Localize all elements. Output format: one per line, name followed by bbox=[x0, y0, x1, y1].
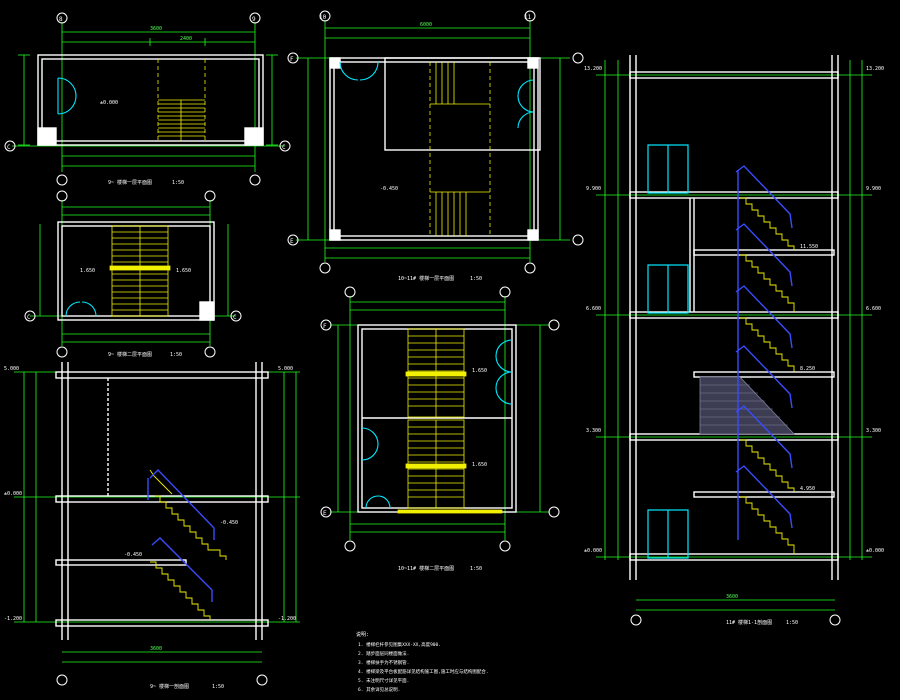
elevation-mark: 3.300 bbox=[586, 428, 601, 434]
elevation-mark: -1.200 bbox=[278, 616, 296, 622]
general-notes: 说明: 1. 楼梯栏杆参见图集XXX-XX,高度900. 2. 踏步面层同楼面做… bbox=[356, 631, 489, 693]
plan-view-middle-middle: F E 1.650 1.650 10~11# 楼梯二层平面图 1:50 bbox=[320, 286, 560, 572]
elevation-mark: 9.900 bbox=[866, 186, 881, 192]
note-line: 4. 楼梯梁及平台板配筋详见结构施工图,施工时应与结构图配合. bbox=[358, 668, 489, 675]
view-caption: 10~11# 楼梯一层平面图 bbox=[398, 275, 454, 282]
elevation-mark: ±0.000 bbox=[866, 548, 884, 554]
elevation-mark: ±0.000 bbox=[584, 548, 602, 554]
note-line: 3. 楼梯扶手为不锈钢管. bbox=[358, 659, 409, 666]
view-scale: 1:50 bbox=[470, 276, 482, 282]
note-line: 2. 踏步面层同楼面做法. bbox=[358, 650, 409, 657]
elevation-mark: 9.900 bbox=[586, 186, 601, 192]
elevation-mark: 13.200 bbox=[866, 66, 884, 72]
view-caption: 10~11# 楼梯二层平面图 bbox=[398, 565, 454, 572]
dimension-text: 3600 bbox=[150, 646, 162, 652]
elevation-mark: 4.950 bbox=[800, 486, 815, 492]
axis-bubble-label: E bbox=[323, 510, 327, 517]
elevation-mark: 5.000 bbox=[4, 366, 19, 372]
elevation-mark: -1.200 bbox=[4, 616, 22, 622]
note-line: 5. 未注明尺寸详见平面. bbox=[358, 677, 409, 684]
axis-bubble-label: C bbox=[282, 144, 286, 151]
elevation-mark: -0.450 bbox=[380, 186, 398, 192]
plan-view-top-left: 8 9 C C 3600 2400 ±0.000 9~ 楼梯一层平面图 1:50 bbox=[4, 12, 291, 186]
elevation-mark: 11.550 bbox=[800, 244, 818, 250]
view-scale: 1:50 bbox=[172, 180, 184, 186]
elevation-mark: 6.600 bbox=[866, 306, 881, 312]
plan-view-top-middle: 10 11 F E 6000 -0.450 10~11# 楼梯一层平面图 1:5… bbox=[287, 10, 584, 282]
elevation-mark: 1.650 bbox=[80, 268, 95, 274]
elevation-mark: 3.300 bbox=[866, 428, 881, 434]
elevation-mark: 13.200 bbox=[584, 66, 602, 72]
elevation-mark: 6.600 bbox=[586, 306, 601, 312]
view-scale: 1:50 bbox=[786, 620, 798, 626]
axis-bubble-label: E bbox=[290, 238, 294, 245]
axis-bubble-label: 11 bbox=[524, 14, 532, 21]
notes-title: 说明: bbox=[356, 631, 369, 638]
elevation-mark: 8.250 bbox=[800, 366, 815, 372]
elevation-mark: -0.450 bbox=[220, 520, 238, 526]
axis-bubble-label: F bbox=[323, 323, 327, 330]
axis-bubble-label: F bbox=[290, 56, 294, 63]
view-scale: 1:50 bbox=[212, 684, 224, 690]
elevation-mark: 1.650 bbox=[472, 462, 487, 468]
elevation-mark: ±0.000 bbox=[100, 100, 118, 106]
elevation-mark: ±0.000 bbox=[4, 491, 22, 497]
plan-view-middle-left: C C 1.650 1.650 9~ 楼梯二层平面图 1:50 bbox=[24, 190, 242, 358]
dimension-text: 2400 bbox=[180, 36, 192, 42]
section-view-right: 13.200 13.200 9.900 9.900 6.600 6.600 3.… bbox=[584, 55, 884, 626]
dimension-text: 3600 bbox=[150, 26, 162, 32]
elevation-mark: -0.450 bbox=[124, 552, 142, 558]
view-caption: 11# 楼梯1-1剖面图 bbox=[726, 619, 772, 626]
view-caption: 9~ 楼梯一剖面图 bbox=[150, 683, 189, 690]
view-caption: 9~ 楼梯二层平面图 bbox=[108, 351, 152, 358]
elevation-mark: 1.650 bbox=[472, 368, 487, 374]
dimension-text: 3600 bbox=[726, 594, 738, 600]
axis-bubble-label: C bbox=[233, 314, 237, 321]
axis-bubble-label: 8 bbox=[59, 16, 63, 23]
view-caption: 9~ 楼梯一层平面图 bbox=[108, 179, 152, 186]
section-cut-hatch bbox=[699, 376, 795, 435]
axis-bubble-label: 9 bbox=[252, 16, 256, 23]
axis-bubble-label: C bbox=[27, 314, 31, 321]
dimension-text: 6000 bbox=[420, 22, 432, 28]
elevation-mark: 5.000 bbox=[278, 366, 293, 372]
view-scale: 1:50 bbox=[170, 352, 182, 358]
axis-bubble-label: C bbox=[7, 144, 11, 151]
view-scale: 1:50 bbox=[470, 566, 482, 572]
axis-bubble-label: 10 bbox=[319, 14, 327, 21]
note-line: 1. 楼梯栏杆参见图集XXX-XX,高度900. bbox=[358, 641, 441, 648]
section-view-bottom-left: 5.000 5.000 ±0.000 -1.200 -1.200 -0.450 … bbox=[4, 362, 300, 690]
note-line: 6. 其余详见总说明. bbox=[358, 686, 400, 693]
elevation-mark: 1.650 bbox=[176, 268, 191, 274]
